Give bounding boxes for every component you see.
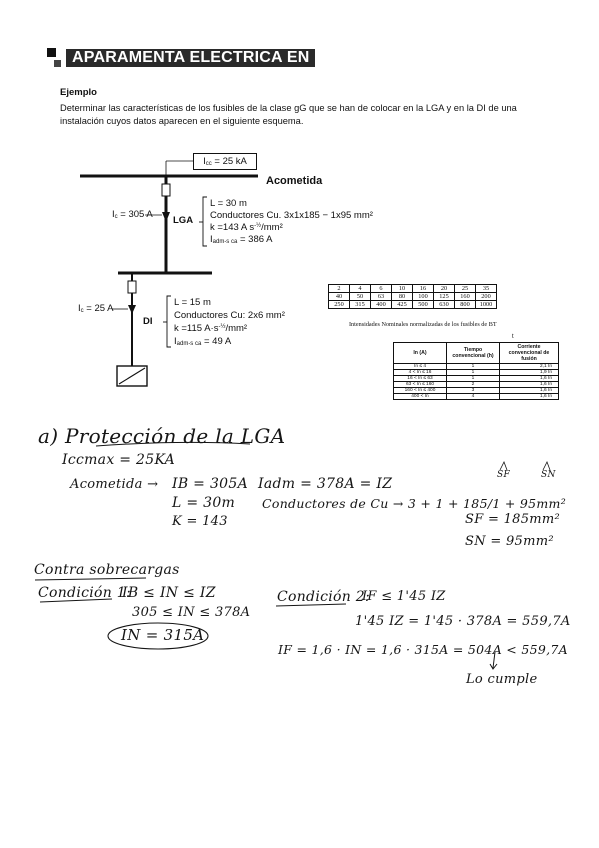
di-length: L = 15 m (174, 297, 211, 308)
hw-acometida-arrow: Acometida → (70, 477, 159, 492)
nominal-current-cell: 200 (475, 292, 497, 301)
title-bullet-small (54, 60, 61, 67)
nominal-current-cell: 1000 (475, 300, 497, 309)
hw-icc-max: Iccmax = 25KA (62, 452, 176, 468)
lga-iadm: Iadm-s ca = 386 A (210, 234, 273, 245)
nominal-current-cell: 35 (475, 284, 497, 293)
hw-ib: IB = 305A (172, 476, 248, 492)
nominal-current-cell: 4 (349, 284, 371, 293)
hw-condicion-2-calc: 1'45 IZ = 1'45 · 378A = 559,7A (355, 614, 571, 629)
hw-condicion-2: Condición 2: (277, 589, 371, 605)
nominal-current-cell: 80 (391, 292, 413, 301)
nominal-current-cell: 630 (433, 300, 455, 309)
nominal-current-cell: 160 (454, 292, 476, 301)
lga-current-label: Ic = 305 A (112, 209, 153, 220)
example-heading: Ejemplo (60, 87, 97, 98)
di-conductors: Conductores Cu: 2x6 mm² (174, 310, 285, 321)
hw-l: L = 30m (172, 495, 236, 511)
nominal-current-cell: 50 (349, 292, 371, 301)
hw-lo-cumple: Lo cumple (466, 672, 538, 687)
hw-condicion-1-result: IN = 315A (121, 626, 205, 644)
di-label: DI (143, 316, 153, 327)
fuse-header-time: Tiempo convencional (h) (446, 342, 500, 364)
example-text: Determinar las características de los fu… (60, 103, 517, 126)
hw-conductores: Conductores de Cu → 3 + 1 + 185/1 + 95mm… (262, 496, 567, 511)
hw-condicion-2-if: IF = 1,6 · IN = 1,6 · 315A = 504A < 559,… (278, 642, 568, 657)
hw-sn-mark: SN (541, 470, 556, 480)
lga-conductors: Conductores Cu. 3x1x185 − 1x95 mm² (210, 210, 373, 221)
nominal-current-cell: 250 (328, 300, 350, 309)
nominal-current-cell: 20 (433, 284, 455, 293)
acometida-label: Acometida (266, 175, 323, 187)
nominal-current-cell: 315 (349, 300, 371, 309)
nominal-current-cell: 500 (412, 300, 434, 309)
hw-sf: SF = 185mm² (465, 512, 561, 527)
nominal-current-cell: 25 (454, 284, 476, 293)
page-title: APARAMENTA ELECTRICA EN (66, 49, 316, 67)
lga-k: k =143 A s-½/mm² (210, 222, 283, 233)
fuse-table-cell: 400 < In (393, 393, 447, 400)
hw-condicion-1-eq: IB ≤ IN ≤ IZ (122, 585, 216, 601)
hw-sn: SN = 95mm² (465, 534, 554, 549)
hw-k: K = 143 (172, 514, 228, 529)
di-current-label: Ic = 25 A (78, 303, 114, 314)
nominal-current-cell: 6 (370, 284, 392, 293)
icc-label: Icc = 25 kA (193, 153, 257, 170)
nominal-current-cell: 16 (412, 284, 434, 293)
nominal-current-cell: 100 (412, 292, 434, 301)
title-bullet (47, 48, 56, 57)
fuse-conventional-table: In (A) Tiempo convencional (h) Corriente… (393, 342, 559, 400)
nominal-current-cell: 40 (328, 292, 350, 301)
fuse-header-current: Corriente convencional de fusión (499, 342, 559, 364)
hw-contra-sobrecargas: Contra sobrecargas (34, 562, 180, 578)
nominal-current-cell: 400 (370, 300, 392, 309)
nominal-current-cell: 425 (391, 300, 413, 309)
nominal-currents-caption: Intensidades Nominales normalizadas de l… (349, 321, 497, 328)
nominal-current-cell: 2 (328, 284, 350, 293)
fuse-table-cell: 4 (446, 393, 500, 400)
hw-condicion-1-num: 305 ≤ IN ≤ 378A (132, 605, 251, 620)
di-k: k =115 A·s-½/mm² (174, 323, 248, 334)
nominal-current-cell: 800 (454, 300, 476, 309)
fuse-header-in: In (A) (393, 342, 447, 364)
hw-condicion-2-eq: IF ≤ 1'45 IZ (362, 589, 446, 604)
hw-sf-mark: SF (497, 470, 511, 480)
di-iadm: Iadm-s ca = 49 A (174, 336, 232, 347)
fuse-table-mark: t (512, 334, 514, 340)
hw-section-a: a) Protección de la LGA (38, 424, 286, 448)
fuse-table-cell: 1,6 In (499, 393, 559, 400)
lga-length: L = 30 m (210, 198, 247, 209)
hw-iadm: Iadm = 378A = IZ (258, 476, 393, 492)
hw-condicion-1: Condición 1: (38, 585, 132, 601)
nominal-current-cell: 10 (391, 284, 413, 293)
lga-label: LGA (173, 215, 194, 226)
nominal-current-cell: 63 (370, 292, 392, 301)
nominal-current-cell: 125 (433, 292, 455, 301)
